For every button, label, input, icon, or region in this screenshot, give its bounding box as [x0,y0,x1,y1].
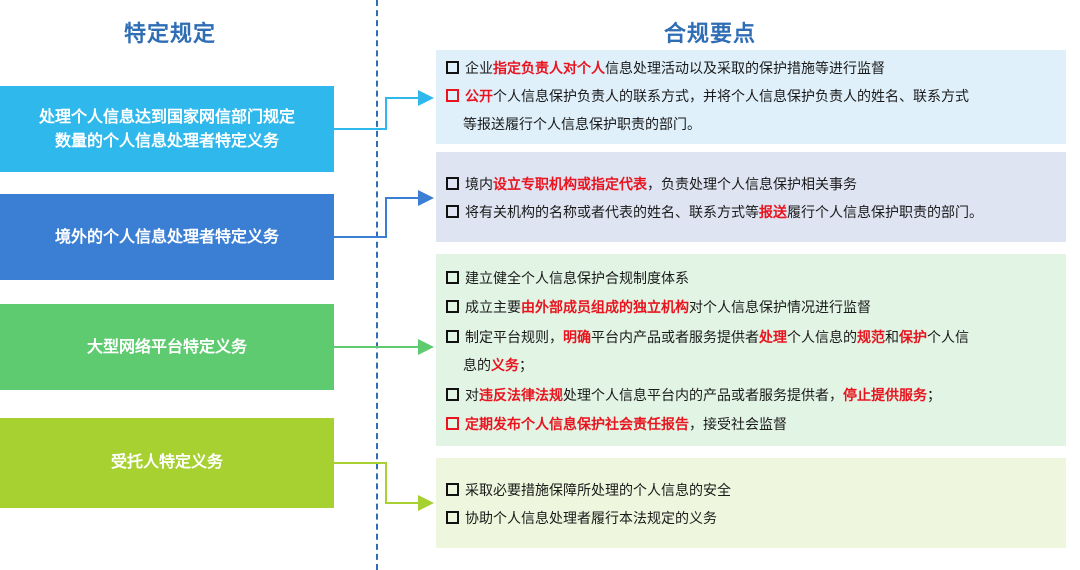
column-divider [376,0,378,570]
item-highlight: 指定负责人对个人 [493,61,605,77]
item-text: 履行个人信息保护职责的部门。 [787,205,983,221]
category-overseas-processor: 境外的个人信息处理者特定义务 [0,194,334,280]
item-highlight: 义务 [491,358,519,374]
checkbox-bullet-icon [446,89,459,102]
item-text: 成立主要 [465,300,521,316]
compliance-item: 将有关机构的名称或者代表的姓名、联系方式等报送履行个人信息保护职责的部门。 [446,200,1058,226]
item-text: 境内 [465,177,493,193]
compliance-item: 定期发布个人信息保护社会责任报告，接受社会监督 [446,412,1058,438]
item-text: 个人信息保护负责人的联系方式，并将个人信息保护负责人的姓名、联系方式 [493,89,969,105]
compliance-item: 公开个人信息保护负责人的联系方式，并将个人信息保护负责人的姓名、联系方式 [446,84,1058,110]
connector-4 [334,462,434,511]
compliance-item: 协助个人信息处理者履行本法规定的义务 [446,506,1058,532]
item-text: 将有关机构的名称或者代表的姓名、联系方式等 [465,205,759,221]
item-highlight: 规范 [857,330,885,346]
item-highlight: 明确 [563,330,591,346]
checkbox-bullet-icon [446,271,459,284]
item-highlight: 违反法律法规 [479,388,563,404]
item-text: 息的 [463,358,491,374]
checkbox-bullet-icon [446,61,459,74]
category-label: 受托人特定义务 [110,452,223,471]
item-text: 等报送履行个人信息保护职责的部门。 [463,117,701,133]
compliance-item: 建立健全个人信息保护合规制度体系 [446,266,1058,292]
category-entrusted-party: 受托人特定义务 [0,418,334,508]
category-label: 大型网络平台特定义务 [86,337,247,356]
item-text: ，接受社会监督 [689,417,787,433]
compliance-panel-2: 境内设立专职机构或指定代表，负责处理个人信息保护相关事务 将有关机构的名称或者代… [436,152,1066,242]
checkbox-bullet-icon [446,205,459,218]
item-text: 建立健全个人信息保护合规制度体系 [465,271,689,287]
compliance-panel-4: 采取必要措施保障所处理的个人信息的安全 协助个人信息处理者履行本法规定的义务 [436,458,1066,548]
compliance-item: 企业指定负责人对个人信息处理活动以及采取的保护措施等进行监督 [446,56,1058,82]
compliance-item-continued: 等报送履行个人信息保护职责的部门。 [446,112,1058,138]
item-highlight: 由外部成员组成的独立机构 [521,300,689,316]
checkbox-bullet-icon [446,483,459,496]
right-column-title: 合规要点 [663,22,756,47]
category-label: 境外的个人信息处理者特定义务 [54,227,279,246]
checkbox-bullet-icon [446,300,459,313]
item-text: 处理个人信息平台内的产品或者服务提供者， [563,388,843,404]
category-large-volume-processor: 处理个人信息达到国家网信部门规定 数量的个人信息处理者特定义务 [0,86,334,172]
item-highlight: 定期发布个人信息保护社会责任报告 [465,417,689,433]
compliance-item-continued: 息的义务； [446,353,1058,379]
item-text: 制定平台规则， [465,330,563,346]
left-column-title: 特定规定 [123,22,216,47]
item-text: ，负责处理个人信息保护相关事务 [647,177,857,193]
checkbox-bullet-icon [446,177,459,190]
item-highlight: 停止提供服务 [843,388,927,404]
item-highlight: 保护 [899,330,927,346]
compliance-item: 采取必要措施保障所处理的个人信息的安全 [446,478,1058,504]
item-text: 和 [885,330,899,346]
compliance-item: 对违反法律法规处理个人信息平台内的产品或者服务提供者，停止提供服务； [446,383,1058,409]
item-text: 协助个人信息处理者履行本法规定的义务 [465,511,717,527]
compliance-item: 境内设立专职机构或指定代表，负责处理个人信息保护相关事务 [446,172,1058,198]
compliance-panel-1: 企业指定负责人对个人信息处理活动以及采取的保护措施等进行监督 公开个人信息保护负… [436,50,1066,144]
item-text: 对个人信息保护情况进行监督 [689,300,871,316]
compliance-panel-3: 建立健全个人信息保护合规制度体系 成立主要由外部成员组成的独立机构对个人信息保护… [436,254,1066,446]
item-text: 个人信息的 [787,330,857,346]
checkbox-bullet-icon [446,417,459,430]
item-text: 对 [465,388,479,404]
item-text: 信息处理活动以及采取的保护措施等进行监督 [605,61,885,77]
connector-1 [334,90,434,130]
item-text: 企业 [465,61,493,77]
connector-2 [334,190,434,238]
checkbox-bullet-icon [446,388,459,401]
item-highlight: 公开 [465,89,493,105]
item-highlight: 设立专职机构或指定代表 [493,177,647,193]
item-text: ； [519,358,533,374]
category-label-line2: 数量的个人信息处理者特定义务 [54,131,279,150]
item-text: 平台内产品或者服务提供者 [591,330,759,346]
item-text: 个人信 [927,330,969,346]
item-text: 采取必要措施保障所处理的个人信息的安全 [465,483,731,499]
item-highlight: 处理 [759,330,787,346]
category-label-line1: 处理个人信息达到国家网信部门规定 [38,107,295,126]
category-large-platform: 大型网络平台特定义务 [0,304,334,390]
compliance-item: 制定平台规则，明确平台内产品或者服务提供者处理个人信息的规范和保护个人信 [446,325,1058,351]
checkbox-bullet-icon [446,511,459,524]
compliance-item: 成立主要由外部成员组成的独立机构对个人信息保护情况进行监督 [446,295,1058,321]
checkbox-bullet-icon [446,330,459,343]
item-highlight: 报送 [759,205,787,221]
item-text: ； [927,388,941,404]
